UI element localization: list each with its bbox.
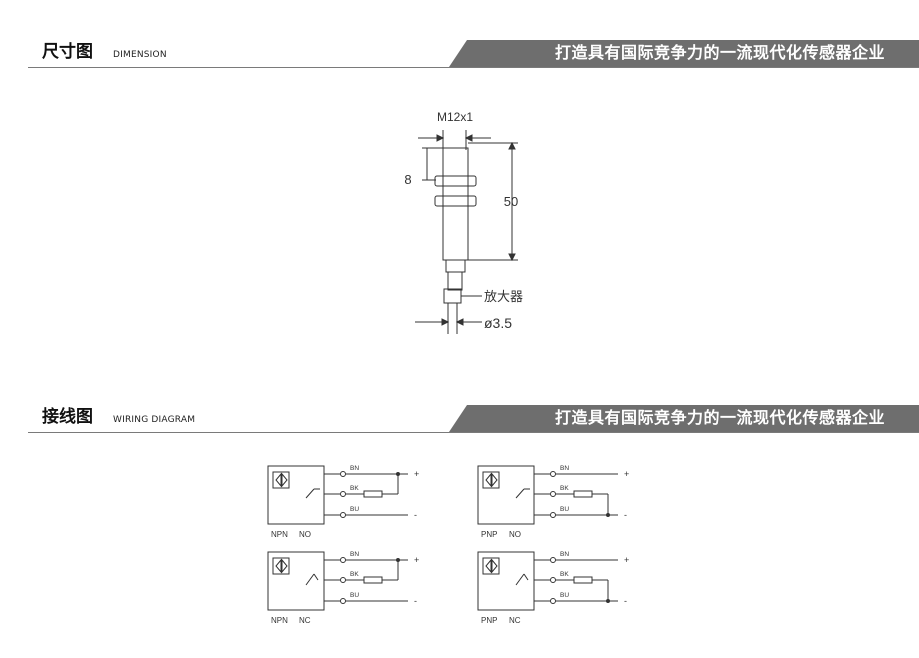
terminal-icon (340, 598, 346, 604)
section-title: 尺寸图 (42, 42, 93, 62)
slogan-text: 打造具有国际竞争力的一流现代化传感器企业 (554, 408, 885, 427)
wire-label-bn: BN (350, 551, 359, 558)
wire-label-bu: BU (560, 592, 569, 599)
output-type-label: PNP (481, 530, 497, 539)
wire-label-bk: BK (350, 485, 359, 492)
wire-label-bu: BU (350, 592, 359, 599)
output-type-label: NPN (271, 530, 288, 539)
junction-dot (606, 513, 610, 517)
slogan-text: 打造具有国际竞争力的一流现代化传感器企业 (554, 43, 885, 62)
diamond-icon (485, 472, 498, 488)
minus-label: - (624, 596, 627, 606)
sensor-symbol-icon (272, 557, 290, 575)
diamond-icon (485, 558, 498, 574)
switch-contact (305, 573, 315, 586)
plus-label: + (624, 555, 629, 565)
switch-contact (515, 573, 525, 586)
wire-label-bk: BK (350, 571, 359, 578)
sensor-symbol-icon (482, 557, 500, 575)
output-type-label: NPN (271, 616, 288, 625)
output-mode-label: NO (299, 530, 311, 539)
load-resistor (363, 490, 383, 498)
sensor-box (477, 551, 535, 611)
cable-diameter-label: ø3.5 (484, 315, 512, 331)
sensor-box (477, 465, 535, 525)
terminal-icon (550, 471, 556, 477)
switch-contact (515, 488, 525, 499)
sensor-box (267, 551, 325, 611)
switch-contact (523, 573, 529, 581)
section-divider (28, 67, 919, 68)
slogan-banner (449, 40, 919, 67)
dimension-drawing: M12x1 8 50 放大器 ø3.5 (404, 110, 523, 334)
terminal-icon (550, 577, 556, 583)
terminal-icon (550, 512, 556, 518)
dimension-section-header: 尺寸图 DIMENSION 打造具有国际竞争力的一流现代化传感器企业 (0, 32, 919, 68)
thread-length-label: 8 (404, 172, 411, 187)
sensor-symbol-icon (272, 471, 290, 489)
output-type-label: PNP (481, 616, 497, 625)
terminal-icon (340, 471, 346, 477)
diamond-icon (275, 472, 288, 488)
section-subtitle: DIMENSION (113, 50, 167, 60)
junction-dot (606, 599, 610, 603)
minus-label: - (414, 510, 417, 520)
wire-label-bn: BN (560, 465, 569, 472)
terminal-icon (550, 491, 556, 497)
amplifier-label: 放大器 (484, 289, 523, 304)
wiring-diagram-npn-no: BN BK BU + - NPN NO (267, 465, 419, 539)
junction-dot (396, 472, 400, 476)
output-mode-label: NC (509, 616, 521, 625)
wiring-section-header: 接线图 WIRING DIAGRAM 打造具有国际竞争力的一流现代化传感器企业 (0, 397, 919, 433)
wire-label-bn: BN (560, 551, 569, 558)
terminal-icon (550, 557, 556, 563)
plus-label: + (624, 469, 629, 479)
terminal-icon (550, 598, 556, 604)
load-resistor (363, 576, 383, 584)
wire-label-bu: BU (560, 506, 569, 513)
minus-label: - (414, 596, 417, 606)
minus-label: - (624, 510, 627, 520)
wire-label-bu: BU (350, 506, 359, 513)
plus-label: + (414, 469, 419, 479)
section-divider (28, 432, 919, 433)
load-resistor (573, 576, 593, 584)
thread-label: M12x1 (437, 110, 473, 124)
terminal-icon (340, 577, 346, 583)
wire-label-bn: BN (350, 465, 359, 472)
terminal-icon (340, 491, 346, 497)
plus-label: + (414, 555, 419, 565)
junction-dot (396, 558, 400, 562)
wiring-diagram-npn-nc: BN BK BU + - NPN NC (267, 551, 419, 625)
output-mode-label: NO (509, 530, 521, 539)
sensor-box (267, 465, 325, 525)
diamond-icon (275, 558, 288, 574)
switch-contact (313, 573, 319, 581)
wire-label-bk: BK (560, 571, 569, 578)
wiring-diagram-pnp-no: BN BK BU + - PNP NO (477, 465, 629, 539)
wiring-diagram-pnp-nc: BN BK BU + - PNP NC (477, 551, 629, 625)
load-resistor (573, 490, 593, 498)
slogan-banner (449, 405, 919, 432)
terminal-icon (340, 557, 346, 563)
wire-label-bk: BK (560, 485, 569, 492)
body-length-label: 50 (504, 194, 518, 209)
section-title: 接线图 (42, 407, 93, 427)
sensor-symbol-icon (482, 471, 500, 489)
terminal-icon (340, 512, 346, 518)
switch-contact (305, 488, 315, 499)
section-subtitle: WIRING DIAGRAM (113, 415, 196, 425)
output-mode-label: NC (299, 616, 311, 625)
